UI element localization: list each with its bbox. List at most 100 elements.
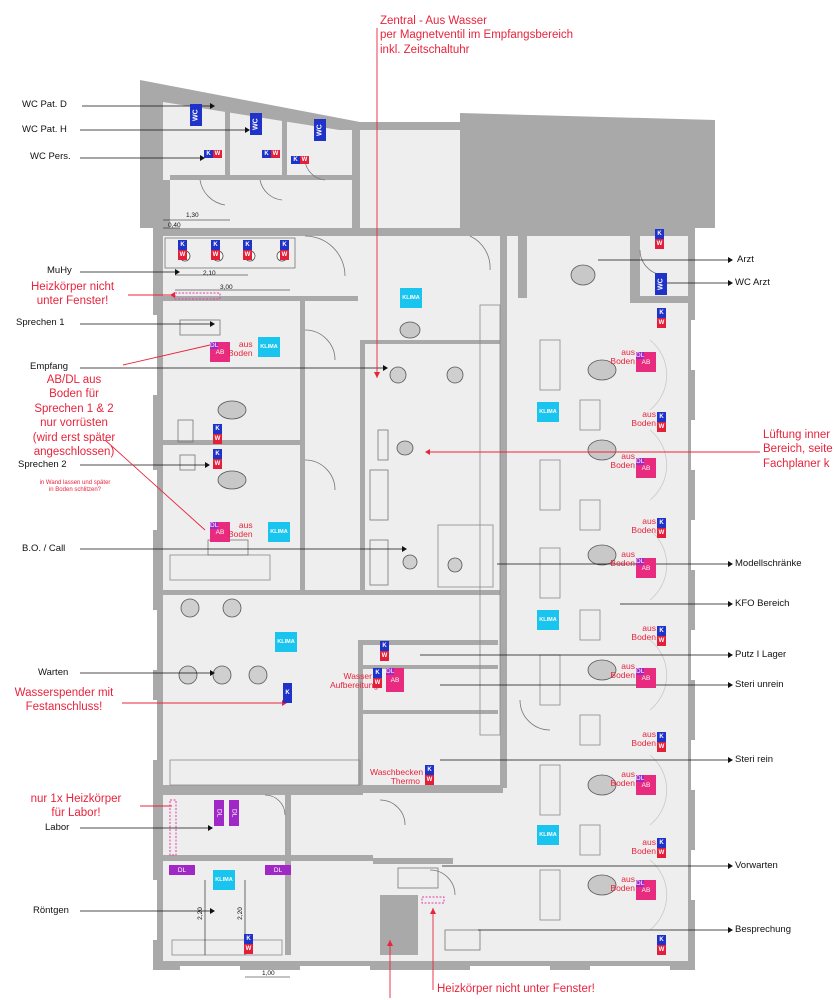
aus-text: aus xyxy=(621,874,635,884)
wc-pat-h-icon: WC xyxy=(250,113,262,135)
kalt-marker: K xyxy=(657,838,666,848)
note-abdl-line3: Sprechen 1 & 2 xyxy=(34,402,114,415)
note-heizkoerper-labor: nur 1x Heizkörper für Labor! xyxy=(15,792,137,821)
boden-text: Boden xyxy=(631,846,656,857)
boden-text: Boden xyxy=(610,460,635,471)
kalt-marker: K xyxy=(244,934,253,944)
note-abdl-line2: Boden für xyxy=(49,388,99,401)
warm-marker: W xyxy=(657,742,666,752)
dim-220-b: 2,20 xyxy=(236,907,244,920)
kalt-marker: K xyxy=(291,156,300,164)
label-bo-call: B.O. / Call xyxy=(22,543,66,554)
note-zentral-line2: per Magnetventil im Empfangsbereich xyxy=(380,29,574,42)
desks xyxy=(164,237,481,951)
waiting-chairs xyxy=(178,366,464,685)
dl-marker: DL xyxy=(229,800,239,826)
interior-walls xyxy=(163,105,695,955)
label-sprechen-2: Sprechen 2 xyxy=(18,459,67,470)
label-arzt: Arzt xyxy=(737,254,754,265)
aus-text: aus xyxy=(621,661,635,671)
aus-text: aus xyxy=(621,769,635,779)
klima-icon: KLIMA xyxy=(213,870,235,890)
kalt-marker: K xyxy=(213,424,222,434)
boden-text: Boden xyxy=(610,670,635,681)
leader-lines xyxy=(80,105,728,931)
kalt-marker: K xyxy=(425,765,434,775)
aus-text: aus xyxy=(642,729,656,739)
note-lines xyxy=(104,28,760,998)
note-abdl-line4: nur vorrüsten xyxy=(40,417,108,430)
dim-100: 1,00 xyxy=(262,970,275,977)
boden-text: Boden xyxy=(228,348,253,359)
label-steri-unrein: Steri unrein xyxy=(735,679,784,690)
kalt-marker: K xyxy=(283,683,292,703)
dl-marker: DL xyxy=(636,352,645,359)
label-besprechung: Besprechung xyxy=(735,924,791,935)
label-warten: Warten xyxy=(38,667,69,678)
note-waschbecken-line2: Thermo xyxy=(390,775,420,786)
kalt-marker: K xyxy=(178,240,187,250)
kw-marker: K xyxy=(283,683,292,703)
label-kfo-bereich: KFO Bereich xyxy=(735,598,790,609)
kalt-marker: K xyxy=(204,150,213,158)
label-wc-pat-h: WC Pat. H xyxy=(22,124,67,135)
klima-icon: KLIMA xyxy=(537,402,559,422)
note-heizkoerper-muhy-line1: Heizkörper nicht xyxy=(31,281,115,293)
note-wasserspender-line2: Festanschluss! xyxy=(25,701,103,714)
aus-text: aus xyxy=(642,623,656,633)
boden-text: Boden xyxy=(610,883,635,894)
boden-text: Boden xyxy=(610,778,635,789)
dl-marker: DL xyxy=(636,558,645,565)
note-zentral-line3: inkl. Zeitschaltuhr xyxy=(380,43,470,56)
kalt-marker: K xyxy=(380,641,389,651)
note-wasserspender: Wasserspender mit Festanschluss! xyxy=(8,686,120,715)
aus-text: aus xyxy=(238,339,253,349)
warm-marker: W xyxy=(211,250,220,260)
warm-marker: W xyxy=(657,945,666,955)
note-abdl-line5: (wird erst später xyxy=(32,431,116,444)
warm-marker: W xyxy=(244,944,253,954)
dl-marker: DL xyxy=(636,880,645,887)
note-heizkoerper-muhy: Heizkörper nicht unter Fenster! xyxy=(31,280,114,309)
note-wasser-aufbereitung-line2: Aufbereitung xyxy=(330,679,379,690)
label-vorwarten: Vorwarten xyxy=(735,860,778,871)
warm-marker: W xyxy=(280,250,289,260)
warm-marker: W xyxy=(655,239,664,249)
boden-text: Boden xyxy=(631,632,656,643)
note-abdl-line1: AB/DL aus xyxy=(46,374,102,386)
warm-marker: W xyxy=(657,636,666,646)
kalt-marker: K xyxy=(373,668,382,678)
wc-pers-icon: WC xyxy=(314,119,326,141)
warm-marker: W xyxy=(425,775,434,785)
aus-text: aus xyxy=(621,549,635,559)
kalt-marker: K xyxy=(657,732,666,742)
kalt-marker: K xyxy=(655,229,664,239)
kalt-marker: K xyxy=(657,308,666,318)
note-lueftung: Lüftung inner Bereich, seite Fachplaner … xyxy=(763,428,833,471)
aus-text: aus xyxy=(642,837,656,847)
chair-arcs xyxy=(649,339,668,931)
boden-text: Boden xyxy=(610,356,635,367)
label-steri-rein: Steri rein xyxy=(735,754,774,765)
dl-marker: DL xyxy=(210,342,219,349)
dim-210: 2,10 xyxy=(203,270,216,277)
